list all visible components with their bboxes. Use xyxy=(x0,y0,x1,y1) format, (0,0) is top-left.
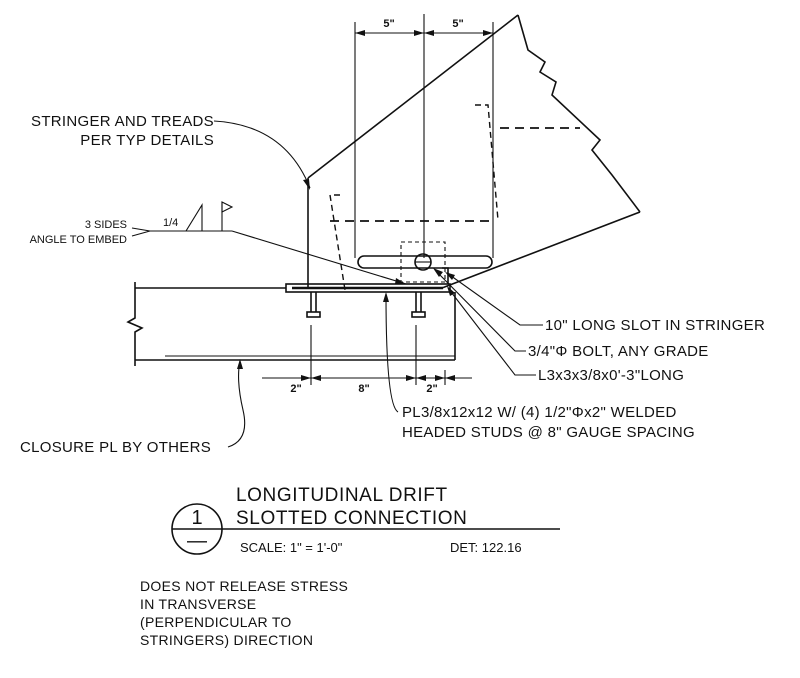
note: DOES NOT RELEASE STRESS IN TRANSVERSE (P… xyxy=(140,578,348,648)
dim-top-left: 5" xyxy=(383,18,394,30)
note-line2: IN TRANSVERSE xyxy=(140,596,256,612)
dim-bottom-right: 2" xyxy=(426,383,437,395)
detail-number: 1 xyxy=(191,507,202,529)
plate-label-line2: HEADED STUDS @ 8" GAUGE SPACING xyxy=(402,424,695,441)
detail-reference: DET: 122.16 xyxy=(450,540,522,555)
sheet-mark: — xyxy=(187,530,207,552)
note-line1: DOES NOT RELEASE STRESS xyxy=(140,578,348,594)
stringer-label-line2: PER TYP DETAILS xyxy=(80,132,214,149)
stringer-label-line1: STRINGER AND TREADS xyxy=(31,113,214,130)
bottom-dimension: 2" 8" 2" xyxy=(262,325,472,395)
title-line2: SLOTTED CONNECTION xyxy=(236,508,467,529)
stringer xyxy=(307,14,641,291)
slot-label: 10" LONG SLOT IN STRINGER xyxy=(545,317,765,334)
weld-size: 1/4 xyxy=(163,217,178,229)
plate-label-line1: PL3/8x12x12 W/ (4) 1/2"Φx2" WELDED xyxy=(402,404,677,421)
title-line1: LONGITUDINAL DRIFT xyxy=(236,485,448,506)
top-dimension: 5" 5" xyxy=(354,14,494,258)
weld-note-line1: 3 SIDES xyxy=(85,219,127,231)
leaders xyxy=(213,120,543,448)
title-block: 1 — LONGITUDINAL DRIFT SLOTTED CONNECTIO… xyxy=(171,485,560,555)
embed-plate xyxy=(126,267,456,366)
bolt-label: 3/4"Φ BOLT, ANY GRADE xyxy=(528,343,709,360)
weld-note-line2: ANGLE TO EMBED xyxy=(30,234,127,246)
dim-bottom-left: 2" xyxy=(290,383,301,395)
angle-label: L3x3x3/8x0'-3"LONG xyxy=(538,367,684,384)
callout-texts: STRINGER AND TREADS PER TYP DETAILS 10" … xyxy=(20,113,765,456)
note-line4: STRINGERS) DIRECTION xyxy=(140,632,313,648)
slot xyxy=(357,241,493,283)
scale-label: SCALE: 1" = 1'-0" xyxy=(240,540,343,555)
dim-bottom-mid: 8" xyxy=(358,383,369,395)
dim-top-right: 5" xyxy=(452,18,463,30)
note-line3: (PERPENDICULAR TO xyxy=(140,614,292,630)
weld-symbol: 1/4 3 SIDES ANGLE TO EMBED xyxy=(30,201,407,285)
closure-label: CLOSURE PL BY OTHERS xyxy=(20,439,211,456)
